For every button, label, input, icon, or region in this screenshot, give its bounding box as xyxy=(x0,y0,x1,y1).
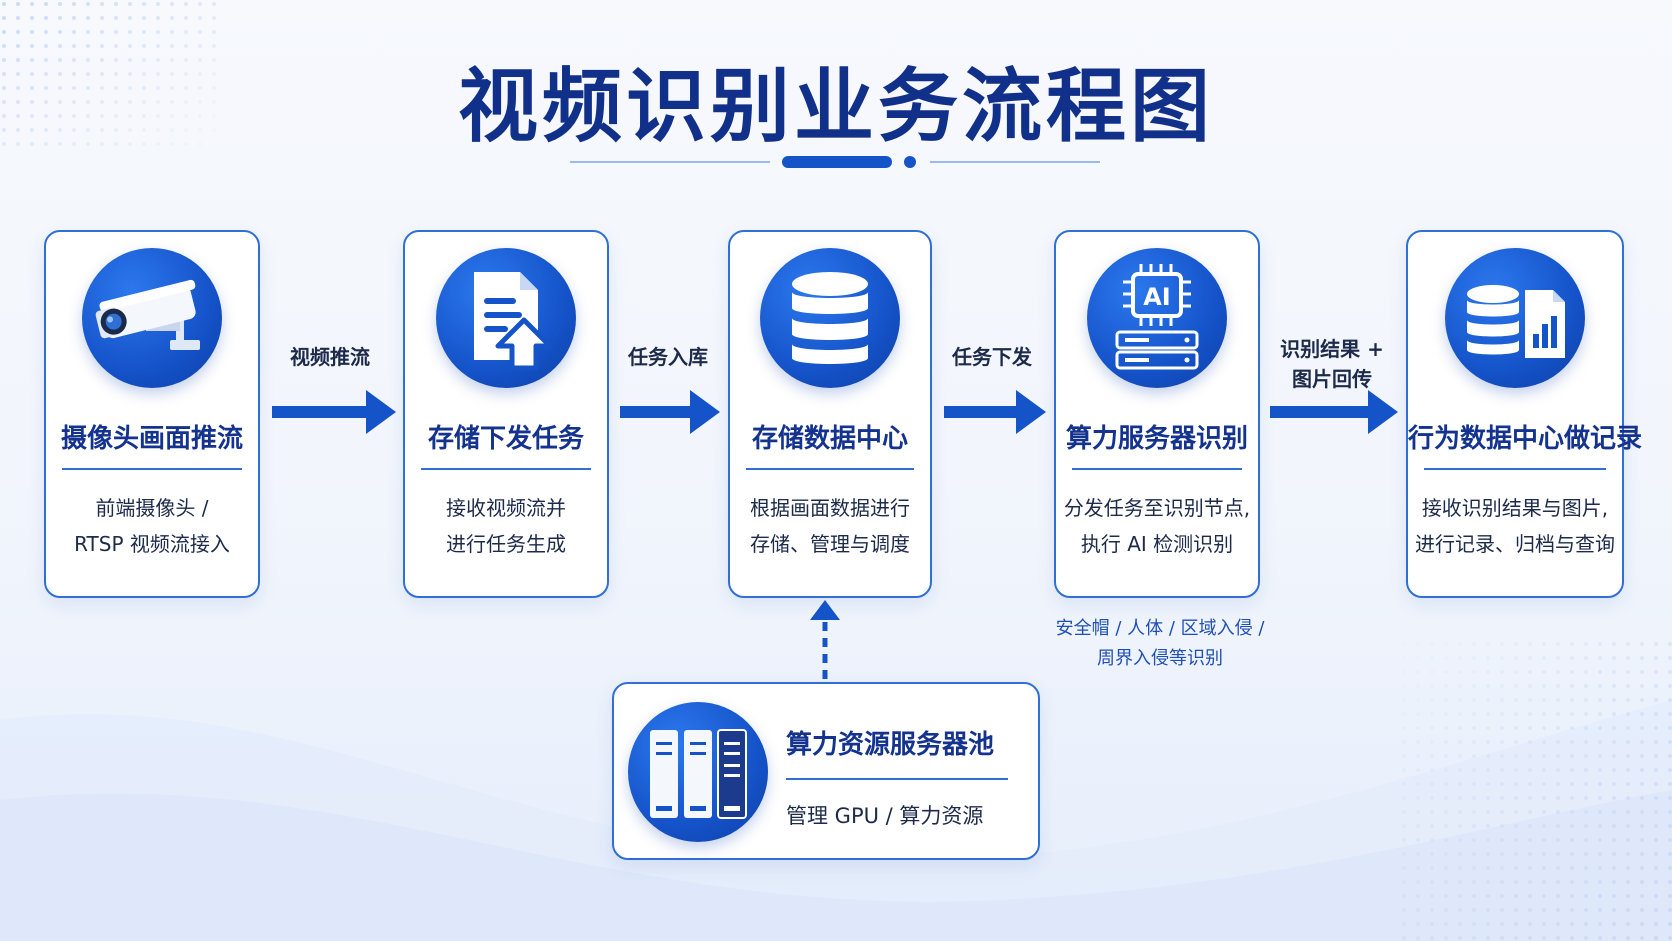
dot-pattern-bottom-right xyxy=(1400,640,1672,941)
step-title: 存储数据中心 xyxy=(751,424,908,454)
step-title: 行为数据中心做记录 xyxy=(1408,424,1643,454)
page-title: 视频识别业务流程图 xyxy=(458,60,1214,153)
step-description: 接收视频流并 进行任务生成 xyxy=(446,496,566,556)
title-underline-decoration xyxy=(570,156,1100,168)
step-description: 分发任务至识别节点, 执行 AI 检测识别 xyxy=(1063,496,1251,556)
step-card-camera-stream: 摄像头画面推流 前端摄像头 / RTSP 视频流接入 xyxy=(44,230,260,598)
divider xyxy=(1424,468,1606,470)
divider xyxy=(62,468,242,470)
step-description: 接收识别结果与图片, 进行记录、归档与查询 xyxy=(1415,496,1615,556)
database-report-icon xyxy=(1467,285,1565,358)
step-card-data-center: 存储数据中心 根据画面数据进行 存储、管理与调度 xyxy=(728,230,932,598)
server-rack-icon xyxy=(650,729,747,819)
arrow-label-result-return: 识别结果 + 图片回传 xyxy=(1280,337,1384,391)
recognition-types-note: 安全帽 / 人体 / 区域入侵 / 周界入侵等识别 xyxy=(1055,618,1265,669)
flow-arrow-4 xyxy=(1270,390,1398,434)
ai-chip-server-icon: AI xyxy=(1115,264,1199,370)
step-description: 根据画面数据进行 存储、管理与调度 xyxy=(750,496,910,556)
arrow-label-video-push: 视频推流 xyxy=(290,345,370,369)
step-description: 前端摄像头 / RTSP 视频流接入 xyxy=(74,496,230,556)
pool-title: 算力资源服务器池 xyxy=(786,730,995,760)
pool-to-datacenter-dashed-arrow xyxy=(810,600,840,680)
flow-arrow-2 xyxy=(620,390,720,434)
divider xyxy=(786,778,1008,780)
arrow-label-task-store: 任务入库 xyxy=(628,345,708,369)
step-card-storage-task: 存储下发任务 接收视频流并 进行任务生成 xyxy=(403,230,609,598)
svg-text:AI: AI xyxy=(1143,283,1171,311)
step-card-behavior-records: 行为数据中心做记录 接收识别结果与图片, 进行记录、归档与查询 xyxy=(1406,230,1643,598)
step-title: 摄像头画面推流 xyxy=(60,424,243,454)
step-title: 存储下发任务 xyxy=(427,424,584,454)
document-upload-icon xyxy=(474,272,553,371)
arrow-label-task-dispatch: 任务下发 xyxy=(952,345,1032,369)
compute-resource-pool-card: 算力资源服务器池 管理 GPU / 算力资源 xyxy=(612,682,1040,860)
divider xyxy=(421,468,591,470)
database-icon xyxy=(792,272,868,364)
step-title: 算力服务器识别 xyxy=(1065,424,1248,454)
divider xyxy=(1072,468,1242,470)
divider xyxy=(746,468,914,470)
security-camera-icon xyxy=(95,279,200,350)
flow-arrow-3 xyxy=(944,390,1046,434)
flow-arrow-1 xyxy=(272,390,396,434)
step-card-compute-server: AI 算力服务器识别 分发任务至识别节点, 执行 AI 检测识别 xyxy=(1054,230,1260,598)
pool-description: 管理 GPU / 算力资源 xyxy=(786,804,984,828)
